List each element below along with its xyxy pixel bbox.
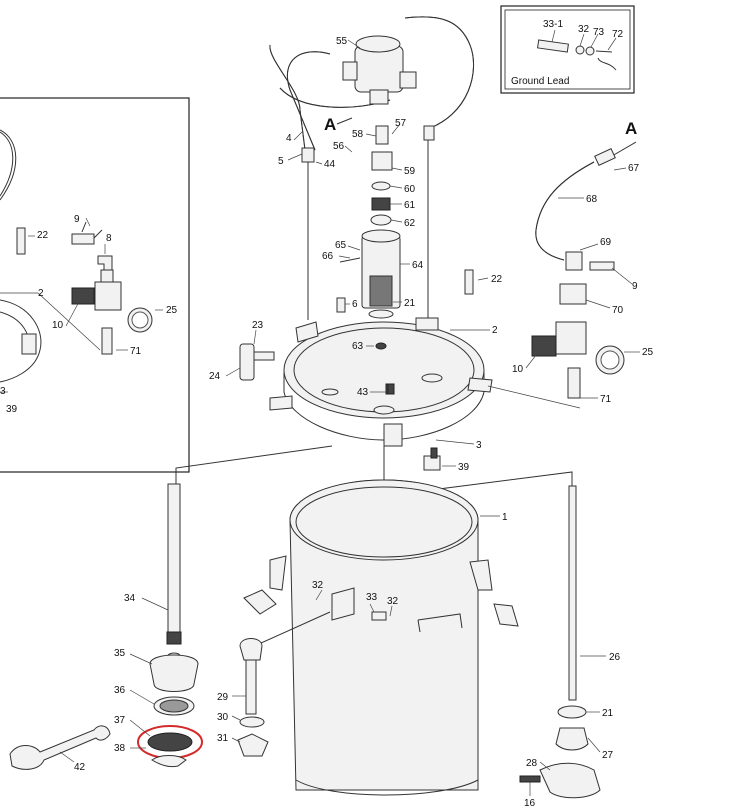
- label-21-top: 21: [404, 298, 416, 309]
- inset-label-10: 10: [52, 320, 64, 331]
- label-33: 33: [366, 592, 378, 603]
- label-71: 71: [600, 394, 612, 405]
- label-62: 62: [404, 218, 416, 229]
- label-63: 63: [352, 341, 364, 352]
- ground-label-72: 72: [612, 29, 624, 40]
- label-60: 60: [404, 184, 416, 195]
- inset-label-71: 71: [130, 346, 142, 357]
- inset-label-8: 8: [106, 233, 112, 244]
- label-10: 10: [512, 364, 524, 375]
- label-23: 23: [252, 320, 264, 331]
- label-59: 59: [404, 166, 416, 177]
- ground-label-73: 73: [593, 27, 605, 38]
- label-9: 9: [632, 281, 638, 292]
- inset-label-9: 9: [74, 214, 80, 225]
- pressure-tank: 1 32 33 32: [175, 445, 573, 796]
- label-2: 2: [492, 325, 498, 336]
- label-26: 26: [609, 652, 621, 663]
- label-43: 43: [357, 387, 369, 398]
- label-68: 68: [586, 194, 598, 205]
- label-29: 29: [217, 692, 229, 703]
- eye-bolt-assembly: 29 30 31: [217, 611, 331, 757]
- label-3: 3: [476, 440, 482, 451]
- ground-label-32: 32: [578, 24, 590, 35]
- label-16: 16: [524, 798, 536, 809]
- label-69: 69: [600, 237, 612, 248]
- label-65: 65: [335, 240, 347, 251]
- label-57: 57: [395, 118, 407, 129]
- label-1: 1: [502, 512, 508, 523]
- flow-arrow-a-left: A: [324, 115, 336, 134]
- label-39: 39: [458, 462, 470, 473]
- label-58: 58: [352, 129, 364, 140]
- label-70: 70: [612, 305, 624, 316]
- ground-lead-caption: Ground Lead: [511, 76, 569, 87]
- label-21-bottom: 21: [602, 708, 614, 719]
- label-55: 55: [336, 36, 348, 47]
- left-detail-inset: 9 22 8 2 25 10 71 3 39: [0, 97, 190, 473]
- handle-and-agitator: 55 A 57 58 56 59 60 61 62 65 66 64 6 21 …: [269, 16, 474, 320]
- label-27: 27: [602, 750, 614, 761]
- label-35: 35: [114, 648, 126, 659]
- label-4: 4: [286, 133, 292, 144]
- label-56: 56: [333, 141, 345, 152]
- regulator-assembly: A 67 68 69 9 70 25 10 71: [512, 119, 654, 405]
- lid-assembly: 22 2 23 24 63 43 3 39: [209, 269, 581, 473]
- label-61: 61: [404, 200, 416, 211]
- label-36: 36: [114, 685, 126, 696]
- ground-label-33-1: 33-1: [543, 19, 563, 30]
- label-66: 66: [322, 251, 334, 262]
- inset-label-39: 39: [6, 404, 18, 415]
- label-24: 24: [209, 371, 221, 382]
- label-64: 64: [412, 260, 424, 271]
- label-32-a: 32: [312, 580, 324, 591]
- label-28: 28: [526, 758, 538, 769]
- label-42: 42: [74, 762, 86, 773]
- label-6: 6: [352, 299, 358, 310]
- label-25: 25: [642, 347, 654, 358]
- inset-label-25: 25: [166, 305, 178, 316]
- label-67: 67: [628, 163, 640, 174]
- ground-lead-inset: 33-1 32 73 72 Ground Lead: [500, 5, 635, 94]
- label-44: 44: [324, 159, 336, 170]
- label-30: 30: [217, 712, 229, 723]
- label-22: 22: [491, 274, 503, 285]
- agitator-shaft: 26 21 27 28 16: [519, 485, 621, 809]
- label-37: 37: [114, 715, 126, 726]
- label-38: 38: [114, 743, 126, 754]
- inset-label-22: 22: [37, 230, 49, 241]
- flow-arrow-a-right: A: [625, 119, 637, 138]
- label-5: 5: [278, 156, 284, 167]
- label-34: 34: [124, 593, 136, 604]
- label-32-b: 32: [387, 596, 399, 607]
- inset-label-3: 3: [0, 386, 6, 397]
- dip-tube-filter: 34 35 36 37 38 42: [9, 483, 203, 773]
- inset-label-2: 2: [38, 288, 44, 299]
- label-31: 31: [217, 733, 229, 744]
